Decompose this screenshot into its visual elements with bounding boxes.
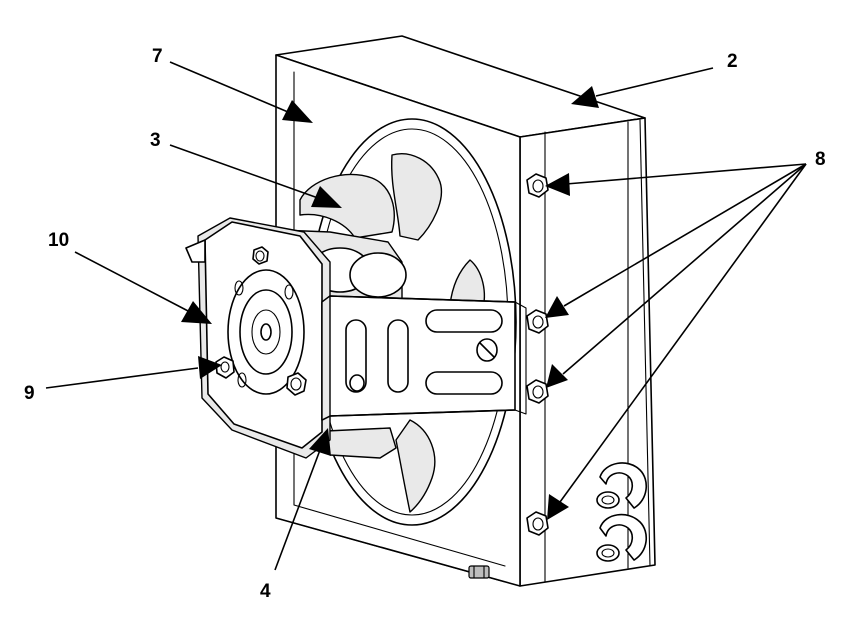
callout-label-2: 2 [727, 51, 738, 72]
side-bolt-2 [526, 309, 549, 334]
callout-label-4: 4 [260, 581, 271, 602]
callout-label-3: 3 [150, 130, 161, 151]
callout-label-7: 7 [152, 46, 163, 67]
callout-label-9: 9 [24, 383, 35, 404]
callout-8: 8 [545, 149, 826, 520]
plate-bolt-left [215, 356, 235, 379]
callout-label-10: 10 [48, 230, 69, 251]
side-bolt-1 [526, 173, 549, 198]
callout-7: 7 [152, 46, 313, 123]
callout-10: 10 [48, 230, 212, 324]
callout-4: 4 [260, 428, 331, 602]
mounting-bracket [321, 295, 527, 421]
hose-port-lower [596, 513, 647, 562]
drain-plug [468, 565, 490, 579]
plate-bolt-top [252, 246, 269, 265]
motor-mount-plate [185, 217, 331, 459]
callout-2: 2 [571, 51, 738, 108]
callout-label-8: 8 [815, 149, 826, 170]
side-bolt-3 [526, 379, 549, 404]
side-bolt-4 [526, 511, 549, 536]
callout-3: 3 [150, 130, 342, 208]
plate-bolt-right [286, 372, 307, 396]
callout-9: 9 [24, 356, 222, 404]
bracket-screw [476, 338, 498, 362]
hose-port-upper [596, 462, 647, 509]
